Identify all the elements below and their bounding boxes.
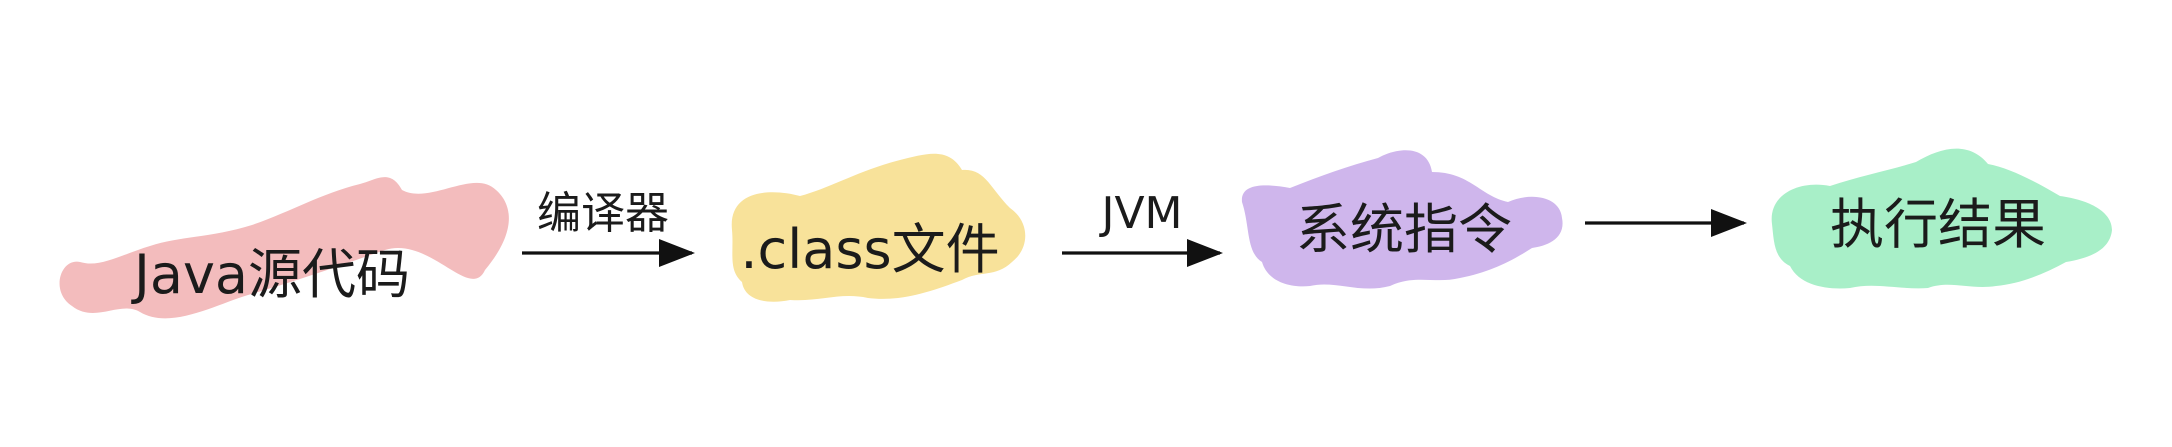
edge-compiler: 编译器	[522, 188, 695, 267]
edge-jvm: JVM	[1062, 188, 1223, 267]
node-system-instruction: 系统指令	[1241, 150, 1563, 289]
node-class-file-blob	[731, 153, 1026, 302]
node-class-file: .class文件	[731, 153, 1026, 302]
node-system-instruction-label: 系统指令	[1296, 198, 1512, 261]
node-execution-result-label: 执行结果	[1830, 193, 2046, 256]
node-execution-result: 执行结果	[1771, 148, 2112, 289]
edge-jvm-label: JVM	[1098, 188, 1182, 239]
edge-compiler-label: 编译器	[537, 188, 669, 239]
node-class-file-label: .class文件	[740, 218, 999, 281]
node-system-instruction-blob	[1241, 150, 1563, 289]
node-java-source-label: Java源代码	[131, 243, 410, 306]
node-execution-result-blob	[1771, 148, 2112, 289]
node-java-source: Java源代码	[59, 177, 509, 319]
node-java-source-blob	[59, 177, 509, 319]
